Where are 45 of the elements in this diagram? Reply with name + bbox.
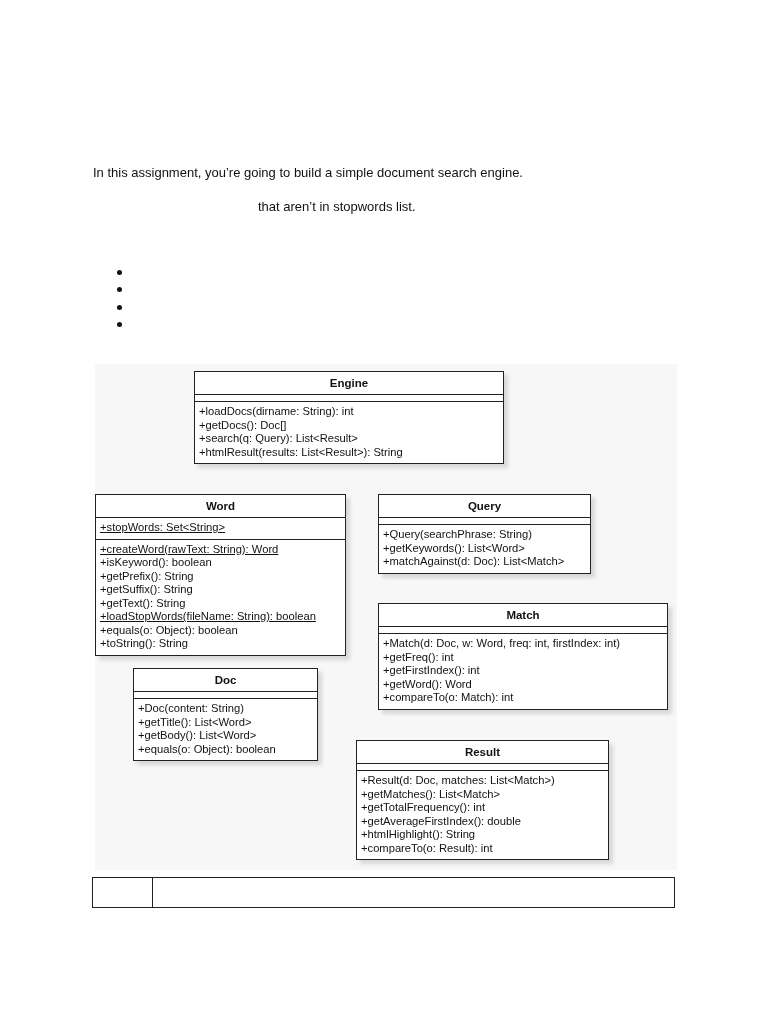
method-text: +Query(searchPhrase: String) (383, 528, 532, 542)
method-text: +getTitle(): List<Word> (138, 715, 252, 729)
method-text: +getDocs(): Doc[] (199, 418, 287, 432)
attribute-text: +stopWords: Set<String> (100, 521, 226, 535)
method-text: +getText(): String (100, 596, 186, 610)
method-text: +compareTo(o: Result): int (361, 841, 493, 855)
method-text: +htmlResult(results: List<Result>): String (199, 445, 403, 459)
method-text: +getMatches(): List<Match> (361, 787, 500, 801)
method-text: +createWord(rawText: String): Word (100, 542, 279, 556)
method-text: +getAverageFirstIndex(): double (361, 814, 521, 828)
class-name: Match (506, 608, 540, 622)
method-text: +search(q: Query): List<Result> (199, 432, 358, 446)
method-text: +Result(d: Doc, matches: List<Match>) (361, 774, 555, 788)
method-text: +getSuffix(): String (100, 583, 193, 597)
method-text: +getFreq(): int (383, 650, 454, 664)
method-text: +getPrefix(): String (100, 569, 194, 583)
class-box (378, 603, 668, 710)
class-box (378, 494, 591, 574)
method-text: +loadDocs(dirname: String): int (199, 405, 354, 419)
class-name: Word (205, 499, 236, 513)
class-box (133, 668, 318, 761)
method-text: +equals(o: Object): boolean (100, 623, 238, 637)
method-text: +isKeyword(): boolean (100, 556, 212, 570)
method-text: +equals(o: Object): boolean (138, 742, 276, 756)
class-box (95, 494, 346, 656)
method-text: +loadStopWords(fileName: String): boolean (100, 610, 316, 624)
class-name: Engine (329, 376, 369, 390)
class-name: Query (467, 499, 502, 513)
method-text: +matchAgainst(d: Doc): List<Match> (383, 555, 565, 569)
method-text: +Doc(content: String) (138, 702, 245, 716)
method-text: +Match(d: Doc, w: Word, freq: int, firstIndex: int) (383, 637, 620, 651)
method-text: +toString(): String (100, 637, 188, 651)
intro-text: that aren’t in stopwords list. (258, 199, 416, 215)
class-name: Doc (214, 673, 237, 687)
class-box (356, 740, 609, 860)
method-text: +getBody(): List<Word> (138, 729, 257, 743)
method-text: +getTotalFrequency(): int (361, 801, 486, 815)
method-text: +getWord(): Word (383, 677, 472, 691)
method-text: +compareTo(o: Match): int (383, 691, 514, 705)
method-text: +getKeywords(): List<Word> (383, 541, 525, 555)
intro-text: In this assignment, you’re going to build a simple document search engine. (93, 165, 523, 181)
class-box (194, 371, 504, 464)
method-text: +htmlHighlight(): String (361, 828, 476, 842)
class-name: Result (464, 745, 501, 759)
method-text: +getFirstIndex(): int (383, 664, 480, 678)
